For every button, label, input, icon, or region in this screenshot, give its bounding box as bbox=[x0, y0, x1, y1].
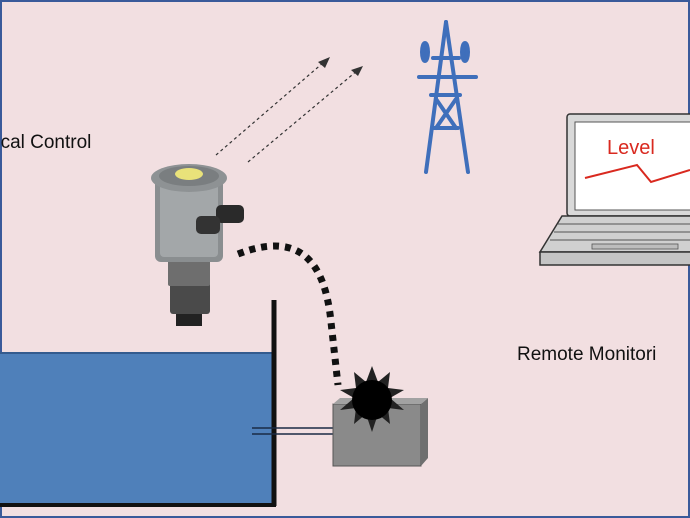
ultrasonic-level-sensor-icon bbox=[151, 164, 244, 326]
laptop-icon bbox=[538, 113, 690, 266]
laptop-screen-level-label: Level bbox=[607, 137, 655, 159]
signal-cable bbox=[236, 242, 342, 386]
remote-monitoring-label: Remote Monitori bbox=[517, 344, 657, 365]
pump-icon bbox=[332, 366, 428, 467]
outlet-pipe bbox=[252, 427, 336, 435]
signal-arrowheads bbox=[318, 57, 363, 76]
water-tank-icon bbox=[0, 300, 277, 507]
level-trend-line bbox=[584, 163, 690, 184]
signal-arrow-1 bbox=[215, 61, 325, 156]
signal-arrows bbox=[215, 61, 359, 163]
water bbox=[0, 352, 272, 504]
local-control-label: ocal Control bbox=[0, 132, 92, 153]
transmission-tower-icon bbox=[417, 20, 478, 174]
signal-arrow-2 bbox=[247, 69, 359, 163]
